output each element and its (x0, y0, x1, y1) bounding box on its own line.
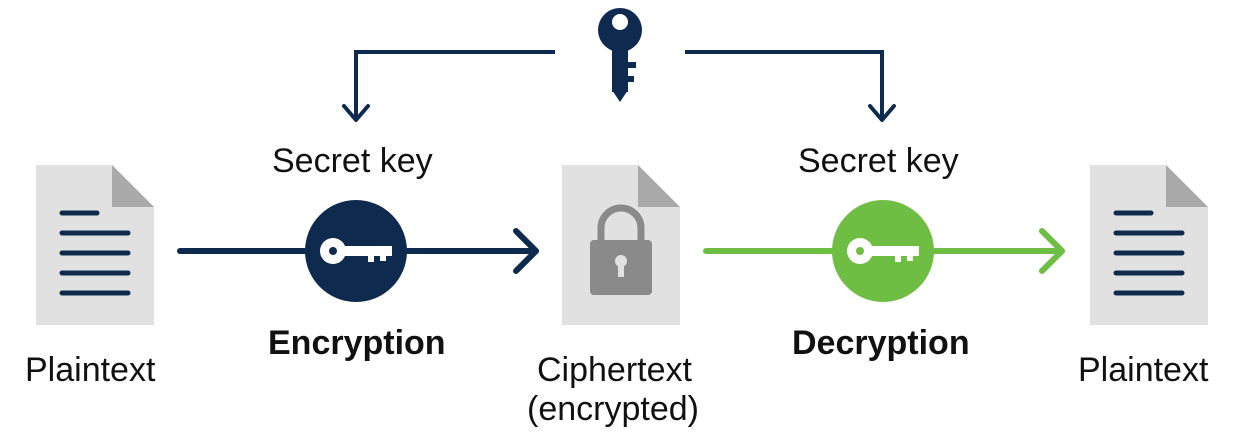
plaintext-document-icon-left (36, 165, 154, 325)
plaintext-label-right: Plaintext (1078, 351, 1209, 389)
top-key-icon (598, 8, 642, 102)
decrypt-secret-key-label: Secret key (798, 142, 959, 180)
lock-icon (590, 204, 652, 295)
key-distribution-arrows (342, 50, 896, 122)
plaintext-label-left: Plaintext (25, 351, 156, 389)
plaintext-document-icon-right (1090, 165, 1208, 325)
encryption-key-icon (305, 200, 407, 302)
ciphertext-sublabel: (encrypted) (527, 390, 699, 428)
encrypt-secret-key-label: Secret key (272, 142, 433, 180)
encryption-label: Encryption (268, 324, 446, 362)
ciphertext-label: Ciphertext (537, 351, 692, 389)
decryption-key-icon (832, 200, 934, 302)
decryption-label: Decryption (792, 324, 970, 362)
